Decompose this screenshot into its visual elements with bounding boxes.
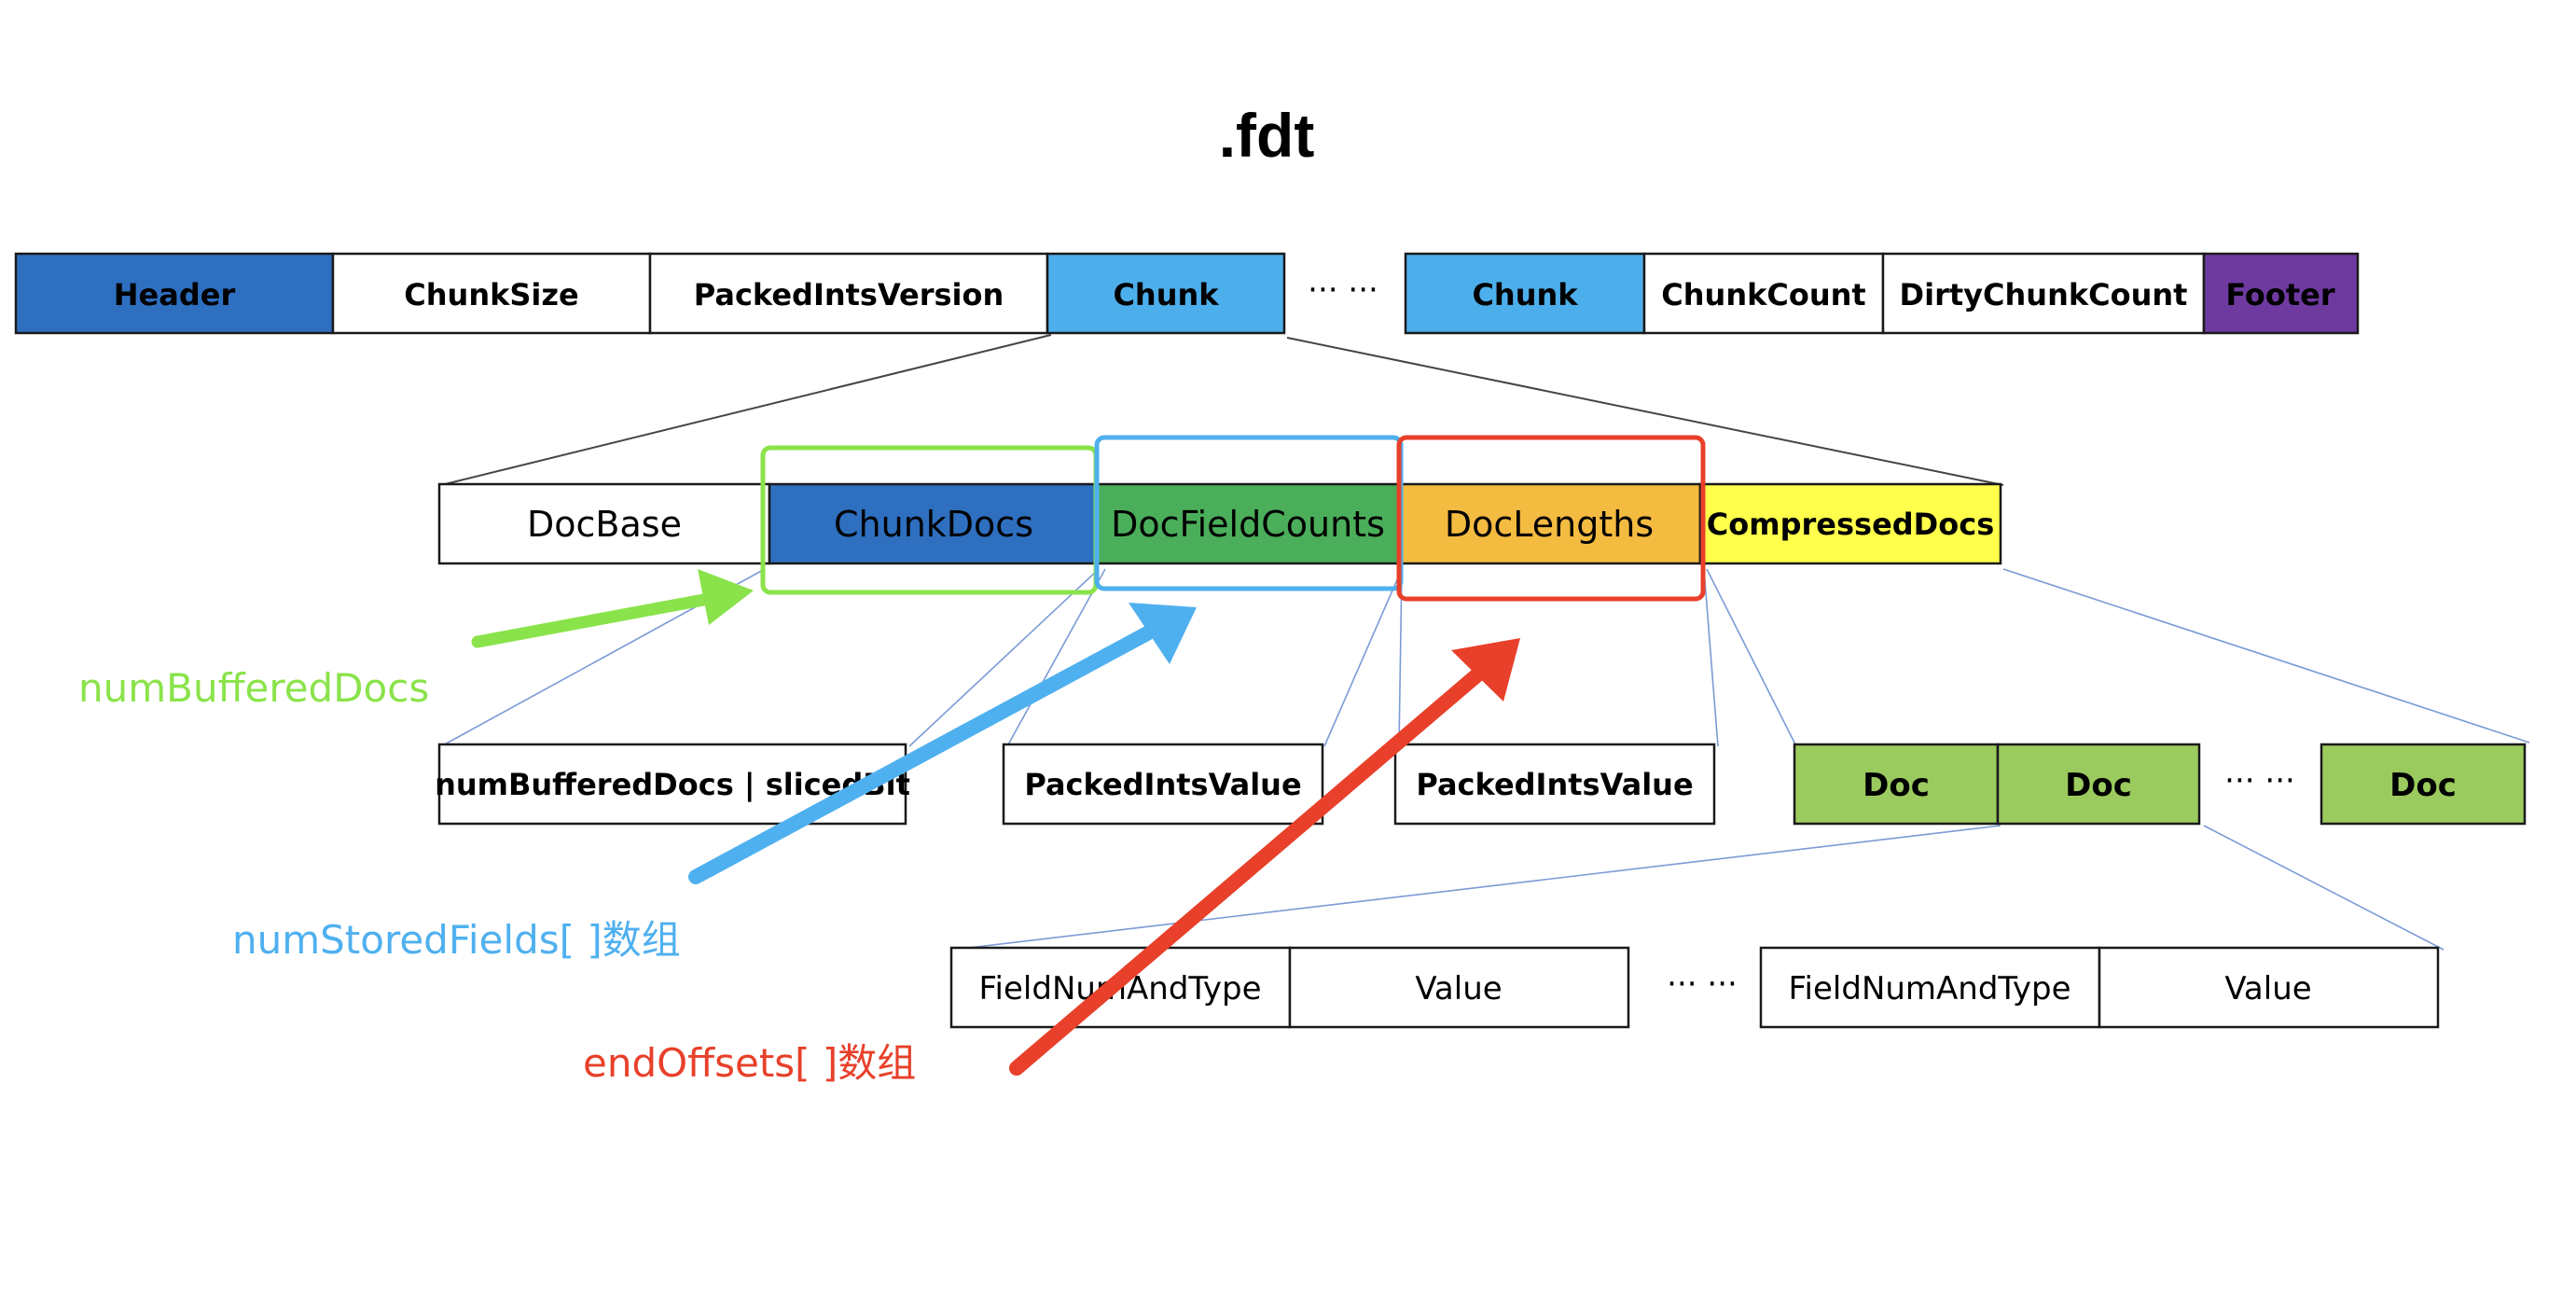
chunk-box-2 — [1404, 252, 1646, 335]
annotation-num-buffered-docs: numBufferedDocs — [78, 665, 429, 711]
packed-ints-version-box — [648, 252, 1049, 335]
doc-label-3: Doc — [2389, 767, 2457, 804]
field-num-and-type-box-2 — [1759, 946, 2101, 1029]
red-arrow — [1009, 638, 1520, 1076]
connector-compresseddocs-left — [1706, 568, 1797, 747]
footer-label: Footer — [2225, 277, 2335, 313]
chunk-label-1: Chunk — [1113, 277, 1219, 313]
connector-chunkdocs-right — [908, 568, 1100, 747]
packed-ints-version-label: PackedIntsVersion — [694, 277, 1004, 313]
field-row-ellipsis: ··· ··· — [1667, 966, 1738, 1003]
compressed-docs-label: CompressedDocs — [1707, 507, 1994, 542]
chunk-size-box — [331, 252, 652, 335]
connector-chunk-left — [440, 334, 1052, 486]
packed-ints-value-label-1: PackedIntsValue — [1024, 767, 1301, 802]
field-num-and-type-label-2: FieldNumAndType — [1788, 970, 2070, 1007]
packed-ints-value-box-2 — [1393, 743, 1716, 826]
doc-label-1: Doc — [1863, 767, 1930, 804]
chunk-docs-label: ChunkDocs — [834, 504, 1033, 545]
diagram-title: .fdt — [1219, 101, 1315, 170]
chunk-count-label: ChunkCount — [1661, 277, 1865, 313]
doc-box-1 — [1793, 743, 2000, 826]
doc-row-ellipsis: ··· ··· — [2224, 762, 2295, 799]
annotation-num-stored-fields: numStoredFields[ ]数组 — [232, 917, 681, 963]
header-box — [14, 252, 335, 335]
doc-box-3 — [2320, 743, 2527, 826]
top-row-ellipsis: ··· ··· — [1308, 271, 1378, 309]
chunk-label-2: Chunk — [1472, 277, 1578, 313]
blue-arrow — [688, 603, 1197, 884]
red-highlight-frame — [1396, 435, 1706, 602]
value-box-2 — [2098, 946, 2440, 1029]
footer-box — [2202, 252, 2360, 335]
connector-compresseddocs-right — [2002, 568, 2530, 743]
annotation-end-offsets: endOffsets[ ]数组 — [583, 1040, 916, 1086]
connector-doc-left — [952, 825, 2001, 951]
doc-field-counts-label: DocFieldCounts — [1111, 504, 1385, 545]
value-box-1 — [1288, 946, 1630, 1029]
connector-docfieldcounts-left — [1006, 568, 1106, 747]
connector-docfieldcounts-right — [1323, 568, 1403, 747]
header-label: Header — [114, 277, 236, 313]
dirty-chunk-count-label: DirtyChunkCount — [1900, 277, 2188, 313]
doc-base-box — [437, 482, 771, 565]
green-arrow — [471, 569, 754, 648]
chunk-box-1 — [1046, 252, 1286, 335]
chunk-row: DocBase ChunkDocs DocFieldCounts DocLeng… — [437, 482, 2002, 565]
detail-row: numBufferedDocs | slicedBit PackedIntsVa… — [435, 743, 2527, 826]
connector-chunk-right — [1286, 337, 2004, 486]
doc-field-counts-box — [1096, 482, 1400, 565]
chunk-docs-box — [768, 482, 1100, 565]
chunk-size-label: ChunkSize — [404, 277, 578, 313]
value-label-2: Value — [2224, 970, 2311, 1007]
doc-base-label: DocBase — [527, 504, 682, 545]
packed-ints-value-label-2: PackedIntsValue — [1416, 767, 1693, 802]
top-row: Header ChunkSize PackedIntsVersion Chunk… — [14, 252, 2360, 335]
value-label-1: Value — [1415, 970, 1502, 1007]
doc-box-2 — [1996, 743, 2201, 826]
connector-doclengths-right — [1703, 568, 1719, 747]
connector-doc-right — [2203, 825, 2444, 951]
compressed-docs-box — [1698, 482, 2002, 565]
doc-lengths-label: DocLengths — [1445, 504, 1654, 545]
doc-label-2: Doc — [2065, 767, 2132, 804]
packed-ints-value-box-1 — [1002, 743, 1324, 826]
chunk-count-box — [1642, 252, 1885, 335]
field-row: FieldNumAndType Value ··· ··· FieldNumAn… — [949, 946, 2440, 1029]
doc-lengths-box — [1396, 482, 1702, 565]
